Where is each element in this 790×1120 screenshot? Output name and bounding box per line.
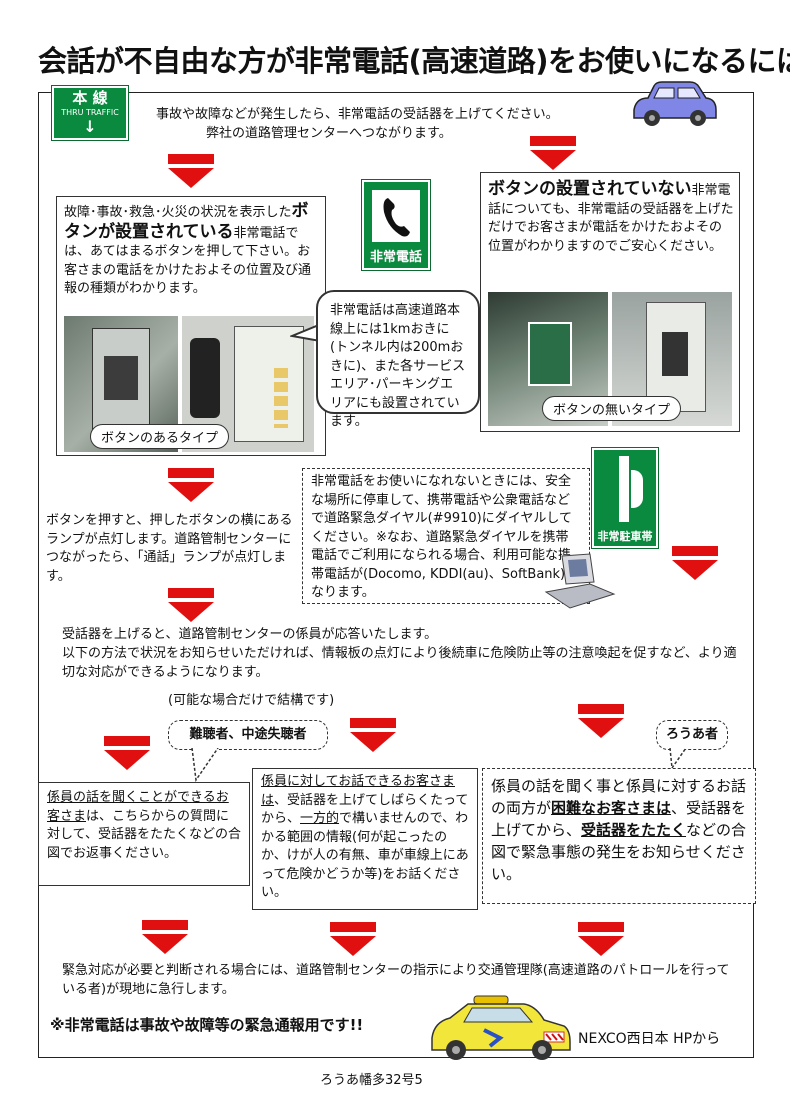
- response-line-2: 以下の方法で状況をお知らせいただければ、情報板の点灯により後続車に危険防止等の注…: [62, 646, 737, 680]
- car-icon: [633, 81, 717, 126]
- page-title: 会話が不自由な方が非常電話(高速道路)をお使いになるには: [38, 44, 790, 78]
- can-speak-box: 係員に対してお話できるお客さまは、受話器を上げてしばらくたってから、一方的で構い…: [252, 768, 478, 910]
- emergency-use-warning: ※非常電話は事故や故障等の緊急通報用です!!: [50, 1016, 364, 1034]
- patrol-car-icon: [431, 995, 571, 1060]
- button-panel-photo: [182, 316, 314, 452]
- emergency-phone-label: 非常電話: [369, 250, 422, 265]
- lamp-text: ボタンを押すと、押したボタンの横にあるランプが点灯します。道路管制センターにつな…: [46, 513, 293, 584]
- photo-caption-without-button: ボタンの無いタイプ: [542, 396, 682, 421]
- content-frame: [38, 92, 754, 1058]
- hearing-can-box: 係員の話を聞くことができるお客さまは、こちらからの質問に対して、受話器をたたくな…: [38, 782, 250, 886]
- intro-line-1: 事故や故障などが発生したら、非常電話の受話器を上げてください。: [156, 107, 559, 122]
- mobile-note: 非常電話をお使いになれないときには、安全な場所に停車して、携帯電話や公衆電話など…: [302, 468, 590, 604]
- bubble-tail: [669, 748, 687, 770]
- photo-caption-with-button: ボタンのあるタイプ: [90, 424, 230, 449]
- optional-note: (可能な場合だけで結構です): [168, 693, 335, 708]
- page-footer: ろうあ幡多32号5: [320, 1073, 423, 1088]
- down-arrow-icon: [350, 718, 396, 752]
- emergency-parking-sign: 非常駐車帯: [591, 447, 659, 549]
- bubble-tail: [191, 748, 219, 782]
- down-arrow-icon: [104, 736, 150, 770]
- down-arrow-icon: [142, 920, 188, 954]
- deaf-bubble: ろうあ者: [656, 720, 728, 750]
- mobile-phone-icon: [544, 553, 616, 609]
- intro-line-2: 弊社の道路管理センターへつながります。: [206, 126, 452, 141]
- sign-kanji: 本 線: [72, 89, 108, 107]
- hard-of-hearing-bubble: 難聴者、中途失聴者: [168, 720, 328, 750]
- down-arrow-icon: ↓: [83, 117, 97, 136]
- patrol-text: 緊急対応が必要と判断される場合には、道路管制センターの指示により交通管理隊(高速…: [62, 963, 730, 997]
- emergency-phone-sign: 非常電話: [361, 179, 431, 271]
- without-button-text: ボタンの設置されていない非常電話についても、非常電話の受話器を上げただけでお客さ…: [488, 179, 734, 254]
- down-arrow-icon: [330, 922, 376, 956]
- down-arrow-icon: [168, 588, 214, 622]
- down-arrow-icon: [530, 136, 576, 170]
- interval-bubble: 非常電話は高速道路本線上には1kmおきに(トンネル内は200mおきに)、また各サ…: [316, 290, 480, 429]
- response-line-1: 受話器を上げると、道路管制センターの係員が応答いたします。: [62, 627, 438, 642]
- down-arrow-icon: [168, 154, 214, 188]
- thru-traffic-sign: 本 線 THRU TRAFFIC ↓: [51, 85, 129, 141]
- sign-sub: THRU TRAFFIC: [61, 108, 119, 117]
- both-difficult-box: 係員の話を聞く事と係員に対するお話の両方が困難なお客さまは、受話器を上げてから、…: [482, 768, 756, 904]
- source-credit: NEXCO西日本 HPから: [578, 1031, 721, 1047]
- down-arrow-icon: [672, 546, 718, 580]
- down-arrow-icon: [578, 704, 624, 738]
- emergency-parking-label: 非常駐車帯: [597, 530, 653, 543]
- down-arrow-icon: [168, 468, 214, 502]
- down-arrow-icon: [578, 922, 624, 956]
- phone-icon: [383, 198, 410, 237]
- with-button-text: 故障･事故･救急･火災の状況を表示したボタンが設置されている非常電話では、あては…: [64, 201, 312, 296]
